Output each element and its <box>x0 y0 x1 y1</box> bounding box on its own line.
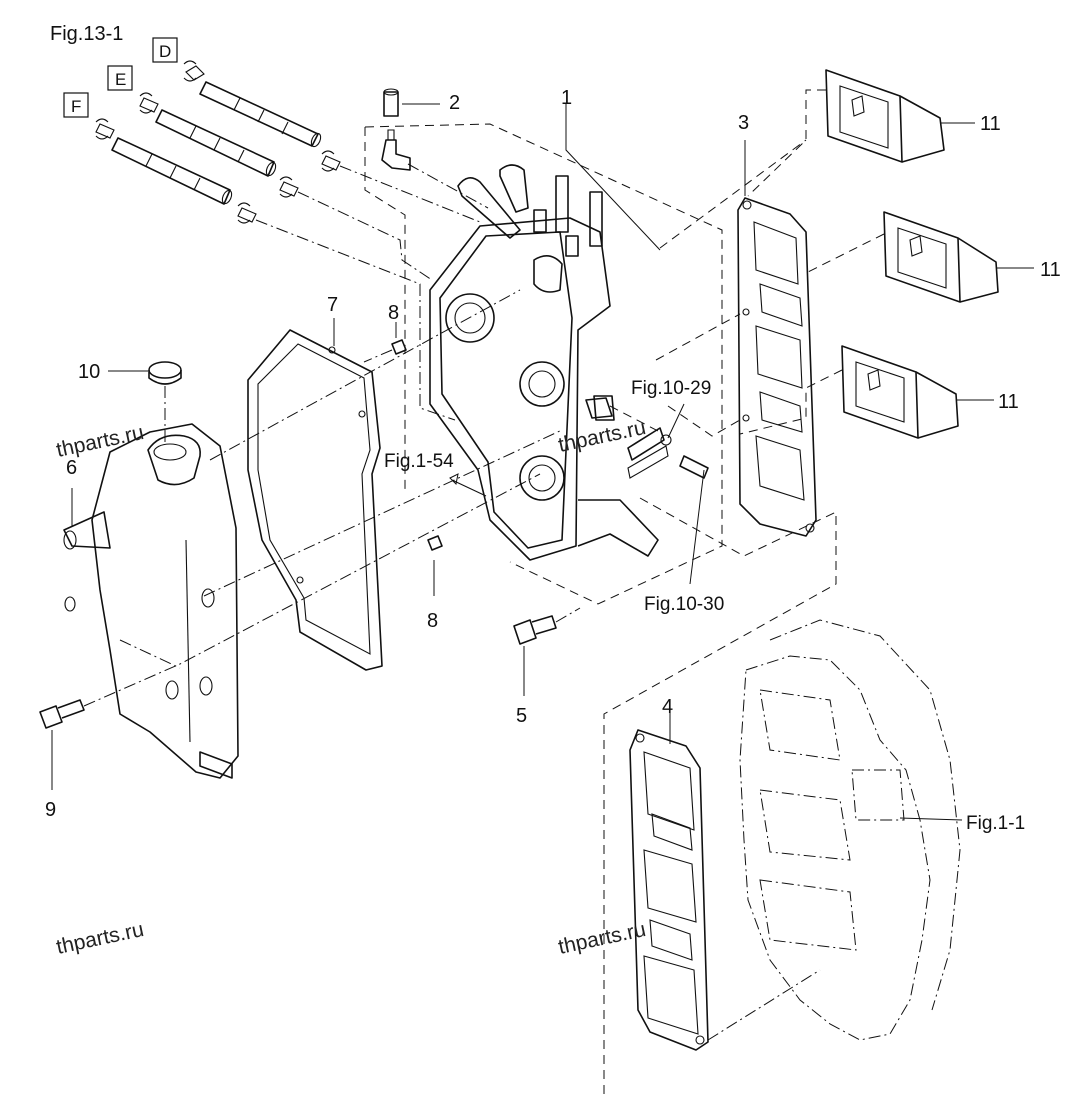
part-8-dowel-lower <box>427 535 443 596</box>
callout-11-mid: 11 <box>1040 259 1061 281</box>
callout-11-bottom: 11 <box>998 391 1019 413</box>
ref-fig-1-1[interactable]: Fig.1-1 <box>966 813 1025 834</box>
part-7-gasket <box>247 318 383 671</box>
part-2-plug-elbow <box>381 88 489 209</box>
hose-label-f-text: F <box>71 97 81 116</box>
callout-1: 1 <box>561 87 572 109</box>
callout-9: 9 <box>45 799 56 821</box>
ref-fig-10-29[interactable]: Fig.10-29 <box>631 378 711 399</box>
callout-7: 7 <box>327 294 338 316</box>
figure-title: Fig.13-1 <box>50 23 123 45</box>
part-9-bolt <box>39 473 541 790</box>
hose-label-e: E <box>107 65 133 91</box>
hose-d <box>183 60 481 223</box>
watermark-4: thparts.ru <box>556 918 648 959</box>
sensor-parts <box>585 397 709 479</box>
watermark-2: thparts.ru <box>556 416 648 457</box>
hose-label-d: D <box>152 37 178 63</box>
hose-label-f: F <box>63 92 89 118</box>
part-1-cylinder-head <box>364 104 723 605</box>
callout-5: 5 <box>516 705 527 727</box>
fig-1-54-leader <box>451 479 487 497</box>
hose-e <box>139 92 433 281</box>
hose-label-d-text: D <box>159 42 171 61</box>
part-11-reed-valve-bottom <box>739 345 994 439</box>
callout-3: 3 <box>738 112 749 134</box>
dash-link-3 <box>667 405 741 437</box>
watermark-1: thparts.ru <box>54 421 146 462</box>
ref-fig-10-30[interactable]: Fig.10-30 <box>644 594 724 615</box>
dash-link-1 <box>659 139 807 249</box>
dash-link-2 <box>655 313 741 361</box>
dash-cover-link-1 <box>209 289 521 461</box>
callout-8-upper: 8 <box>388 302 399 324</box>
crankcase-reference <box>707 619 963 1041</box>
part-4-gasket <box>629 712 709 1051</box>
callout-6: 6 <box>66 457 77 479</box>
part-3-gasket <box>737 140 817 537</box>
part-11-reed-valve-top <box>747 69 975 197</box>
fig-10-30-leader <box>689 469 705 585</box>
callout-10: 10 <box>78 361 100 383</box>
watermark-3: thparts.ru <box>54 918 146 959</box>
callout-11-top: 11 <box>980 113 1001 135</box>
part-8-dowel-upper <box>363 322 407 363</box>
callout-8-lower: 8 <box>427 610 438 632</box>
ref-fig-1-54[interactable]: Fig.1-54 <box>384 451 454 472</box>
dash-cover-link-3 <box>119 639 181 669</box>
part-10-cap <box>108 361 182 446</box>
callout-2: 2 <box>449 92 460 114</box>
fig-1-54-arrow <box>449 473 459 486</box>
fig-10-29-leader <box>667 403 685 439</box>
callout-4: 4 <box>662 696 673 718</box>
part-5-bolt <box>513 607 581 696</box>
dash-link-4 <box>603 497 837 1094</box>
hose-label-e-text: E <box>115 70 126 89</box>
part-11-reed-valve-mid <box>807 211 1034 303</box>
part-6-cover <box>63 423 239 779</box>
